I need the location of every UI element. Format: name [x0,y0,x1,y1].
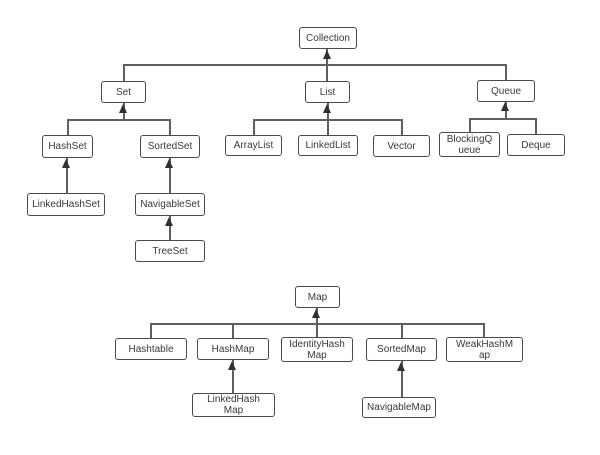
arrowhead-collection-icon [323,50,331,59]
edge-drop-blockingqueue [469,118,471,132]
node-list: List [305,81,350,103]
node-linkedhashset: LinkedHashSet [27,193,105,216]
arrowhead-sortedmap-icon [397,362,405,371]
arrowhead-set-icon [119,104,127,113]
arrowhead-hashset-icon [62,159,70,168]
node-deque: Deque [507,134,565,156]
node-arraylist: ArrayList [225,135,282,156]
node-identityhashmap: IdentityHashMap [281,337,353,362]
edge-navigablemap-to-sortedmap [401,361,403,397]
node-hashmap: HashMap [197,338,269,360]
arrowhead-queue-icon [501,102,509,111]
edge-drop-vector [401,119,403,135]
arrowhead-navigableset-icon [165,217,173,226]
node-hashtable: Hashtable [115,338,187,360]
edge-list-children-bar [253,119,402,121]
node-set: Set [101,81,146,103]
node-sortedmap: SortedMap [366,338,437,361]
node-sortedset: SortedSet [140,135,200,158]
edge-drop-set [123,64,125,81]
node-blockingqueue: BlockingQueue [439,132,500,157]
node-treeset: TreeSet [135,240,205,262]
edge-drop-hashset [67,119,69,135]
edge-drop-weakhashmap [483,323,485,337]
node-weakhashmap: WeakHashMap [446,337,523,362]
edge-list-to-collection [326,49,328,81]
node-navigablemap: NavigableMap [362,397,436,418]
node-map: Map [295,286,340,308]
node-linkedlist: LinkedList [298,135,358,156]
edge-linkedhashset-to-hashset [66,158,68,193]
node-navigableset: NavigableSet [135,193,205,216]
edge-drop-hashtable [150,323,152,338]
edge-treeset-to-navigableset [169,216,171,240]
arrowhead-sortedset-icon [165,159,173,168]
edge-drop-queue [505,64,507,80]
node-linkedhashmap: LinkedHashMap [192,393,275,417]
edge-queue-children-bar [469,118,536,120]
edge-drop-arraylist [253,119,255,135]
edge-map-children-bar [150,323,484,325]
edge-drop-sortedmap [401,323,403,338]
edge-navigableset-to-sortedset [169,158,171,193]
edge-linkedhashmap-to-hashmap [232,360,234,393]
edge-set-children-bar [67,119,170,121]
arrowhead-list-icon [323,104,331,113]
edge-drop-deque [535,118,537,134]
arrowhead-hashmap-icon [228,361,236,370]
node-collection: Collection [299,27,357,49]
node-vector: Vector [373,135,430,157]
edge-children-to-map [316,308,318,337]
arrowhead-map-icon [312,309,320,318]
edge-collection-trunk [124,64,506,66]
edge-drop-hashmap [232,323,234,338]
node-hashset: HashSet [42,135,93,158]
edge-drop-sortedset [169,119,171,135]
node-queue: Queue [477,80,535,102]
